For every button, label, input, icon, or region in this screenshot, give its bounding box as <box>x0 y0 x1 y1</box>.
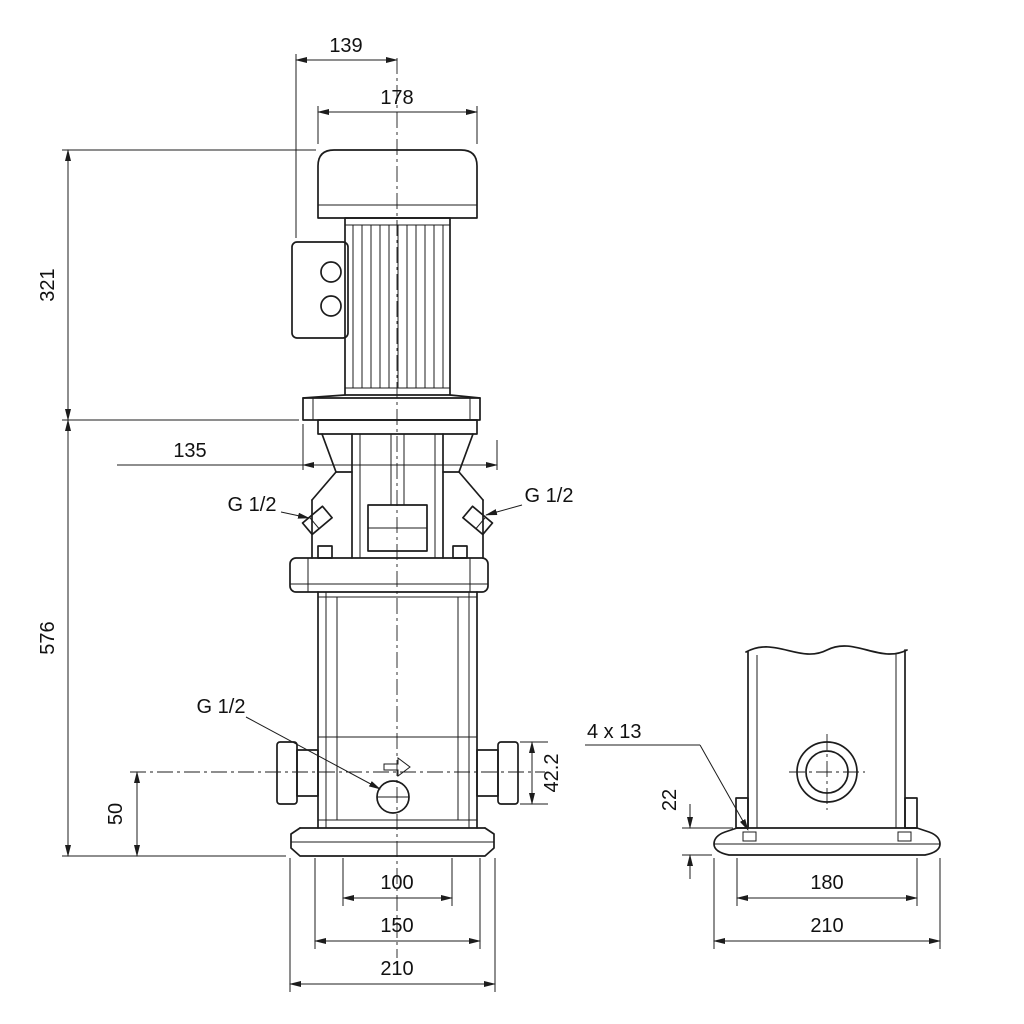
base-bolt-hole-left <box>742 831 757 842</box>
dim-base-mid-width: 150 <box>380 915 413 937</box>
cable-entry-bottom <box>320 295 342 317</box>
coupling-lantern <box>321 433 474 559</box>
dim-base-width: 210 <box>380 958 413 980</box>
dim-total-height: 576 <box>37 621 59 654</box>
motor-body <box>344 217 451 396</box>
motor-flange <box>302 394 481 435</box>
dim-top-width: 139 <box>329 35 362 57</box>
dim-head-depth: 135 <box>173 440 206 462</box>
port-label-top-left: G 1/2 <box>228 494 277 516</box>
dim-motor-diameter: 178 <box>380 87 413 109</box>
side-dimensions: 4 x 13 22 180 210 <box>585 721 941 949</box>
side-base <box>713 827 941 856</box>
pump-head <box>289 471 494 593</box>
motor-fan-cover <box>317 149 478 219</box>
base-bolt-hole-right <box>897 831 912 842</box>
side-port <box>789 734 865 810</box>
pump-sleeve <box>317 591 478 829</box>
drain-port <box>376 780 410 814</box>
terminal-box <box>291 241 349 339</box>
flow-direction-arrow <box>383 757 411 777</box>
dim-port-center-height: 50 <box>105 803 127 825</box>
leader-top-left <box>280 511 310 519</box>
side-sleeve <box>735 645 918 829</box>
motor-cooling-fins <box>352 225 444 388</box>
staybolt-nut-right <box>452 545 468 559</box>
leader-drain <box>245 716 381 790</box>
dim-base-hole-spacing: 100 <box>380 872 413 894</box>
head-flange <box>289 557 489 593</box>
side-lug-left <box>735 797 749 829</box>
dim-base-height: 22 <box>659 789 681 811</box>
vent-plug-left <box>301 505 333 536</box>
side-lug-right <box>904 797 918 829</box>
dim-side-base-width: 210 <box>810 915 843 937</box>
port-label-top-right: G 1/2 <box>525 485 574 507</box>
staybolt-nut-left <box>317 545 333 559</box>
front-dimensions: 139 178 321 576 135 50 <box>37 35 573 992</box>
vent-plug-right <box>462 505 494 536</box>
dim-port-face-offset: 42.2 <box>541 754 563 793</box>
dim-motor-height: 321 <box>37 268 59 301</box>
pump-base <box>290 827 495 857</box>
front-view: 139 178 321 576 135 50 <box>37 35 573 992</box>
port-left <box>276 741 319 805</box>
dim-bolt-holes: 4 x 13 <box>587 721 641 743</box>
port-right <box>476 741 519 805</box>
side-view: 4 x 13 22 180 210 <box>585 645 941 949</box>
break-line <box>745 645 908 655</box>
leader-bolt-holes <box>699 744 749 831</box>
cable-entry-top <box>320 261 342 283</box>
dim-foot-width: 180 <box>810 872 843 894</box>
leader-top-right <box>485 504 523 516</box>
port-label-drain: G 1/2 <box>197 696 246 718</box>
